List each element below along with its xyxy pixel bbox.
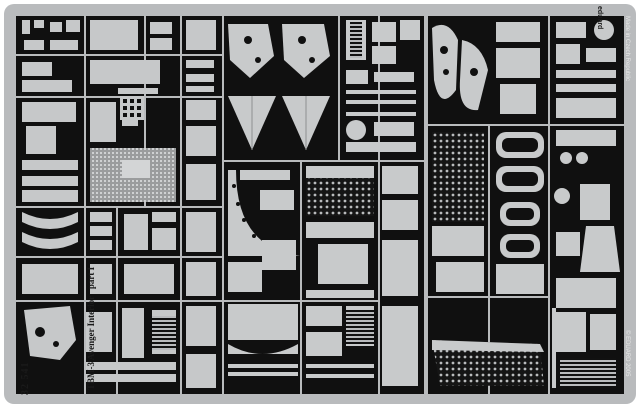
kit-part-text: part I [86,266,96,290]
kit-title-text: TBM-3 Avenger Interior [86,295,96,390]
left-panel [16,16,222,394]
keypad-part [120,96,144,120]
brand-label: eduard [596,6,603,30]
riveted-panel [432,132,484,222]
right-panel [428,16,624,394]
kit-code-label: 32 541 [20,361,31,396]
middle-panel [224,16,424,394]
kit-title-label: TBM-3 Avenger Interior part I [86,267,96,390]
copyright-label: © EDUARD 2005 [624,330,630,377]
quarter-plate [228,170,300,256]
origin-label: Made in Czech Republic [624,16,630,82]
